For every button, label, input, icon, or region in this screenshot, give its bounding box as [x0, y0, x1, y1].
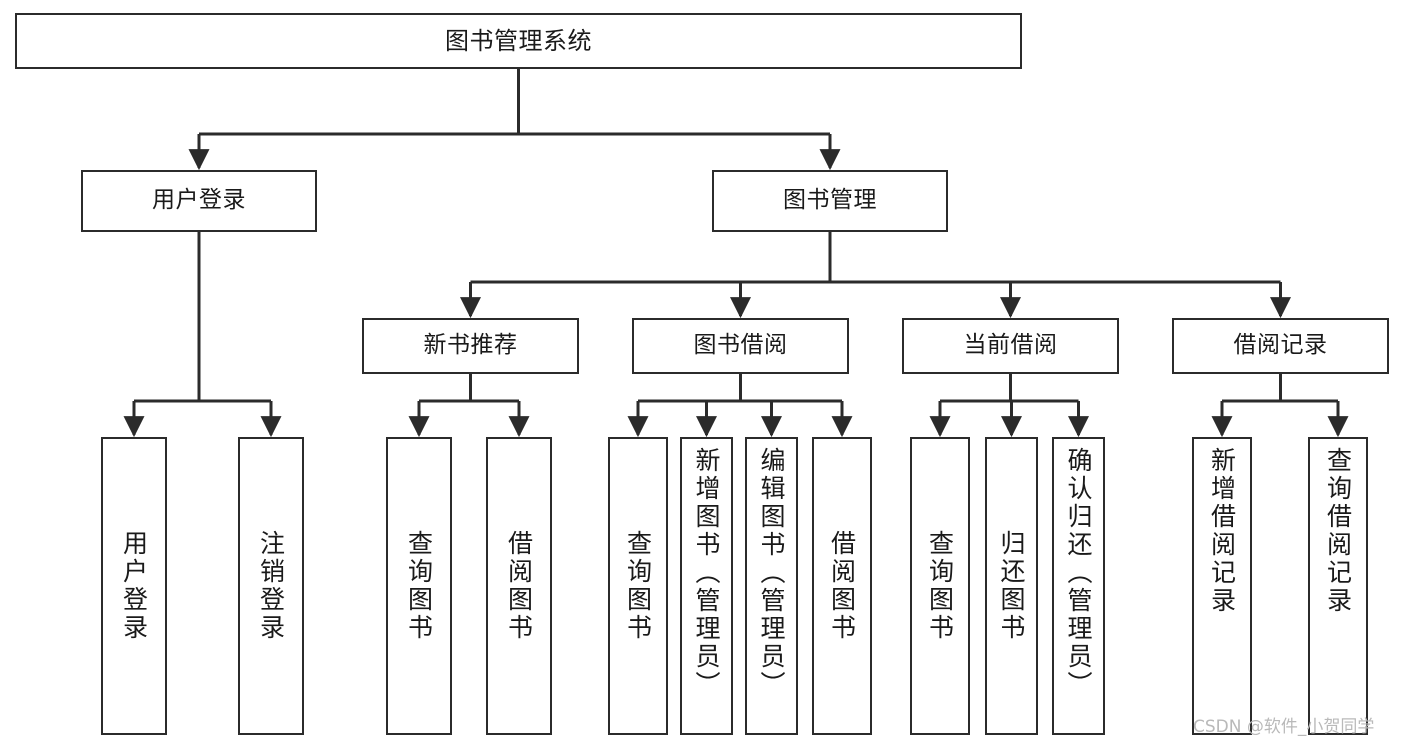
node-leaf-cur-query[interactable]: 查询图书 — [910, 437, 970, 735]
csdn-watermark: CSDN @软件_小贺同学 — [1193, 717, 1375, 737]
node-label: 用户登录 — [119, 530, 149, 642]
node-leaf-brw-query[interactable]: 查询图书 — [608, 437, 668, 735]
node-leaf-rec-query2[interactable]: 查询借阅记录 — [1308, 437, 1368, 735]
node-label: 归还图书 — [997, 530, 1026, 642]
node-label: 查询图书 — [404, 530, 434, 642]
node-leaf-user-login[interactable]: 用户登录 — [101, 437, 167, 735]
node-leaf-rec-borrow[interactable]: 借阅图书 — [486, 437, 552, 735]
node-label: 图书管理 — [783, 187, 877, 214]
node-label: 借阅记录 — [1233, 332, 1328, 359]
node-label: 新增图书（管理员） — [692, 447, 721, 699]
node-label: 新增借阅记录 — [1207, 447, 1237, 615]
node-book-manage[interactable]: 图书管理 — [712, 170, 948, 232]
node-leaf-user-logout[interactable]: 注销登录 — [238, 437, 304, 735]
node-current-borrow[interactable]: 当前借阅 — [902, 318, 1119, 374]
node-leaf-cur-return[interactable]: 归还图书 — [985, 437, 1038, 735]
node-label: 借阅图书 — [827, 530, 857, 642]
node-label: 查询图书 — [623, 530, 653, 642]
node-leaf-cur-confirm[interactable]: 确认归还（管理员） — [1052, 437, 1105, 735]
node-label: 图书借阅 — [693, 332, 788, 359]
node-label: 查询图书 — [925, 530, 955, 642]
node-label: 确认归还（管理员） — [1064, 447, 1093, 699]
node-new-book-rec[interactable]: 新书推荐 — [362, 318, 579, 374]
node-label: 新书推荐 — [423, 332, 518, 359]
node-label: 注销登录 — [256, 530, 286, 642]
node-leaf-brw-add[interactable]: 新增图书（管理员） — [680, 437, 733, 735]
node-label: 借阅图书 — [504, 530, 534, 642]
node-label: 用户登录 — [152, 187, 246, 214]
node-root[interactable]: 图书管理系统 — [15, 13, 1022, 69]
node-label: 查询借阅记录 — [1323, 447, 1353, 615]
node-leaf-rec-query[interactable]: 查询图书 — [386, 437, 452, 735]
node-book-borrow[interactable]: 图书借阅 — [632, 318, 849, 374]
node-label: 当前借阅 — [963, 332, 1058, 359]
node-leaf-brw-edit[interactable]: 编辑图书（管理员） — [745, 437, 798, 735]
node-user-login[interactable]: 用户登录 — [81, 170, 317, 232]
node-label: 编辑图书（管理员） — [757, 447, 786, 699]
node-leaf-rec-add[interactable]: 新增借阅记录 — [1192, 437, 1252, 735]
node-label: 图书管理系统 — [445, 26, 592, 55]
node-leaf-brw-lend[interactable]: 借阅图书 — [812, 437, 872, 735]
node-borrow-record[interactable]: 借阅记录 — [1172, 318, 1389, 374]
